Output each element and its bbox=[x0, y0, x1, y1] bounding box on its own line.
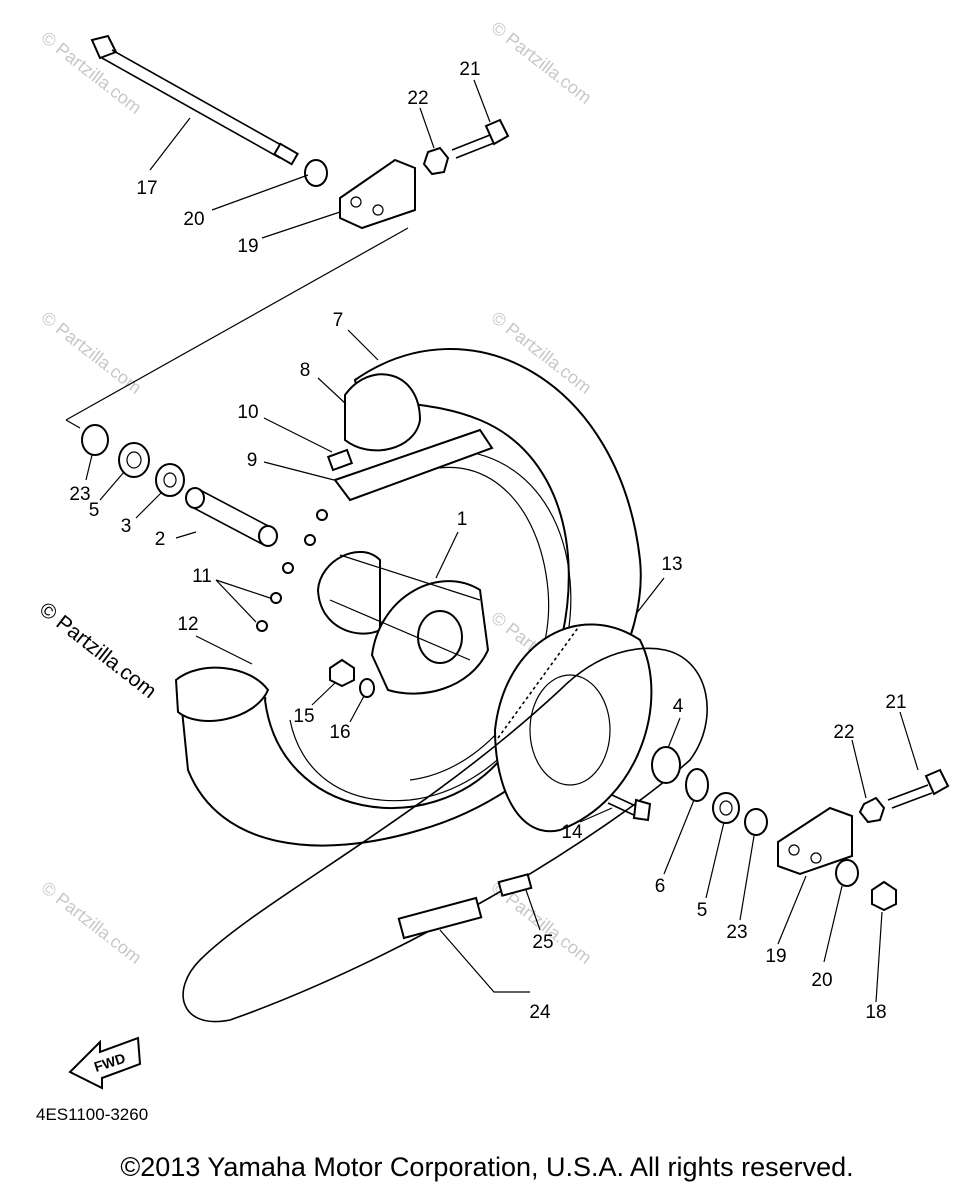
bolt-set bbox=[256, 509, 328, 632]
callout-11: 11 bbox=[192, 566, 212, 587]
chain-links bbox=[497, 624, 581, 739]
spacer bbox=[81, 424, 109, 456]
callout-22: 22 bbox=[407, 88, 428, 109]
callout-12: 12 bbox=[177, 614, 198, 635]
callout-16: 16 bbox=[329, 722, 350, 743]
callout-23: 23 bbox=[69, 484, 90, 505]
valve bbox=[326, 448, 354, 472]
tube bbox=[344, 373, 422, 452]
circlip bbox=[685, 768, 709, 802]
washer bbox=[359, 678, 375, 698]
nut bbox=[422, 146, 450, 176]
callout-21: 21 bbox=[459, 59, 480, 80]
callout-21: 21 bbox=[885, 692, 906, 713]
spacer bbox=[744, 808, 768, 836]
callout-5: 5 bbox=[697, 900, 708, 921]
callout-15: 15 bbox=[293, 706, 314, 727]
bearing bbox=[155, 463, 185, 497]
callout-20: 20 bbox=[811, 970, 832, 991]
sprocket bbox=[493, 623, 653, 833]
drive-chain bbox=[182, 647, 708, 1023]
axle-collar bbox=[185, 487, 278, 547]
callout-5: 5 bbox=[89, 500, 100, 521]
callout-14: 14 bbox=[561, 822, 583, 843]
callout-7: 7 bbox=[333, 310, 344, 331]
watermark: © Partzilla.com bbox=[488, 17, 596, 107]
bearing-4 bbox=[651, 746, 681, 784]
callout-18: 18 bbox=[865, 1002, 886, 1023]
callout-22: 22 bbox=[833, 722, 854, 743]
watermark-dark: © Partzilla.com bbox=[35, 598, 161, 703]
drawing-code: 4ES1100-3260 bbox=[36, 1105, 148, 1124]
callout-20: 20 bbox=[183, 209, 204, 230]
washer bbox=[835, 859, 859, 887]
reference-line bbox=[65, 227, 409, 421]
callout-8: 8 bbox=[300, 360, 311, 381]
nut bbox=[329, 658, 355, 688]
callout-6: 6 bbox=[655, 876, 666, 897]
callout-23: 23 bbox=[726, 922, 747, 943]
washer bbox=[304, 159, 328, 187]
callout-24: 24 bbox=[529, 1002, 551, 1023]
watermark: © Partzilla.com bbox=[38, 877, 146, 967]
copyright-notice: ©2013 Yamaha Motor Corporation, U.S.A. A… bbox=[120, 1152, 854, 1182]
nut bbox=[858, 796, 886, 824]
axle bbox=[90, 34, 300, 166]
callout-17: 17 bbox=[136, 178, 157, 199]
callout-9: 9 bbox=[247, 450, 258, 471]
leader-lines bbox=[85, 79, 919, 1003]
chain-section bbox=[397, 896, 483, 940]
callout-4: 4 bbox=[673, 696, 684, 717]
callout-2: 2 bbox=[155, 529, 166, 550]
callout-19: 19 bbox=[237, 236, 258, 257]
chain-adjuster bbox=[339, 158, 416, 230]
chain-adjuster bbox=[777, 806, 853, 876]
callout-3: 3 bbox=[121, 516, 132, 537]
bolt bbox=[887, 768, 950, 809]
rim-band bbox=[333, 428, 494, 502]
callout-13: 13 bbox=[661, 554, 682, 575]
callout-19: 19 bbox=[765, 946, 786, 967]
reference-line bbox=[65, 419, 81, 429]
bearing bbox=[118, 442, 150, 478]
bearing bbox=[712, 792, 740, 824]
bolt-14 bbox=[607, 794, 652, 822]
callout-labels: 17 20 19 22 21 7 8 10 9 1 2 11 12 13 15 … bbox=[69, 59, 906, 1023]
nut-18 bbox=[871, 880, 897, 912]
callout-25: 25 bbox=[532, 932, 553, 953]
hub bbox=[316, 550, 490, 695]
forward-arrow-icon: FWD bbox=[68, 1036, 142, 1090]
master-link bbox=[497, 873, 533, 897]
callout-10: 10 bbox=[237, 402, 258, 423]
bolt bbox=[451, 118, 510, 159]
callout-1: 1 bbox=[457, 509, 468, 530]
